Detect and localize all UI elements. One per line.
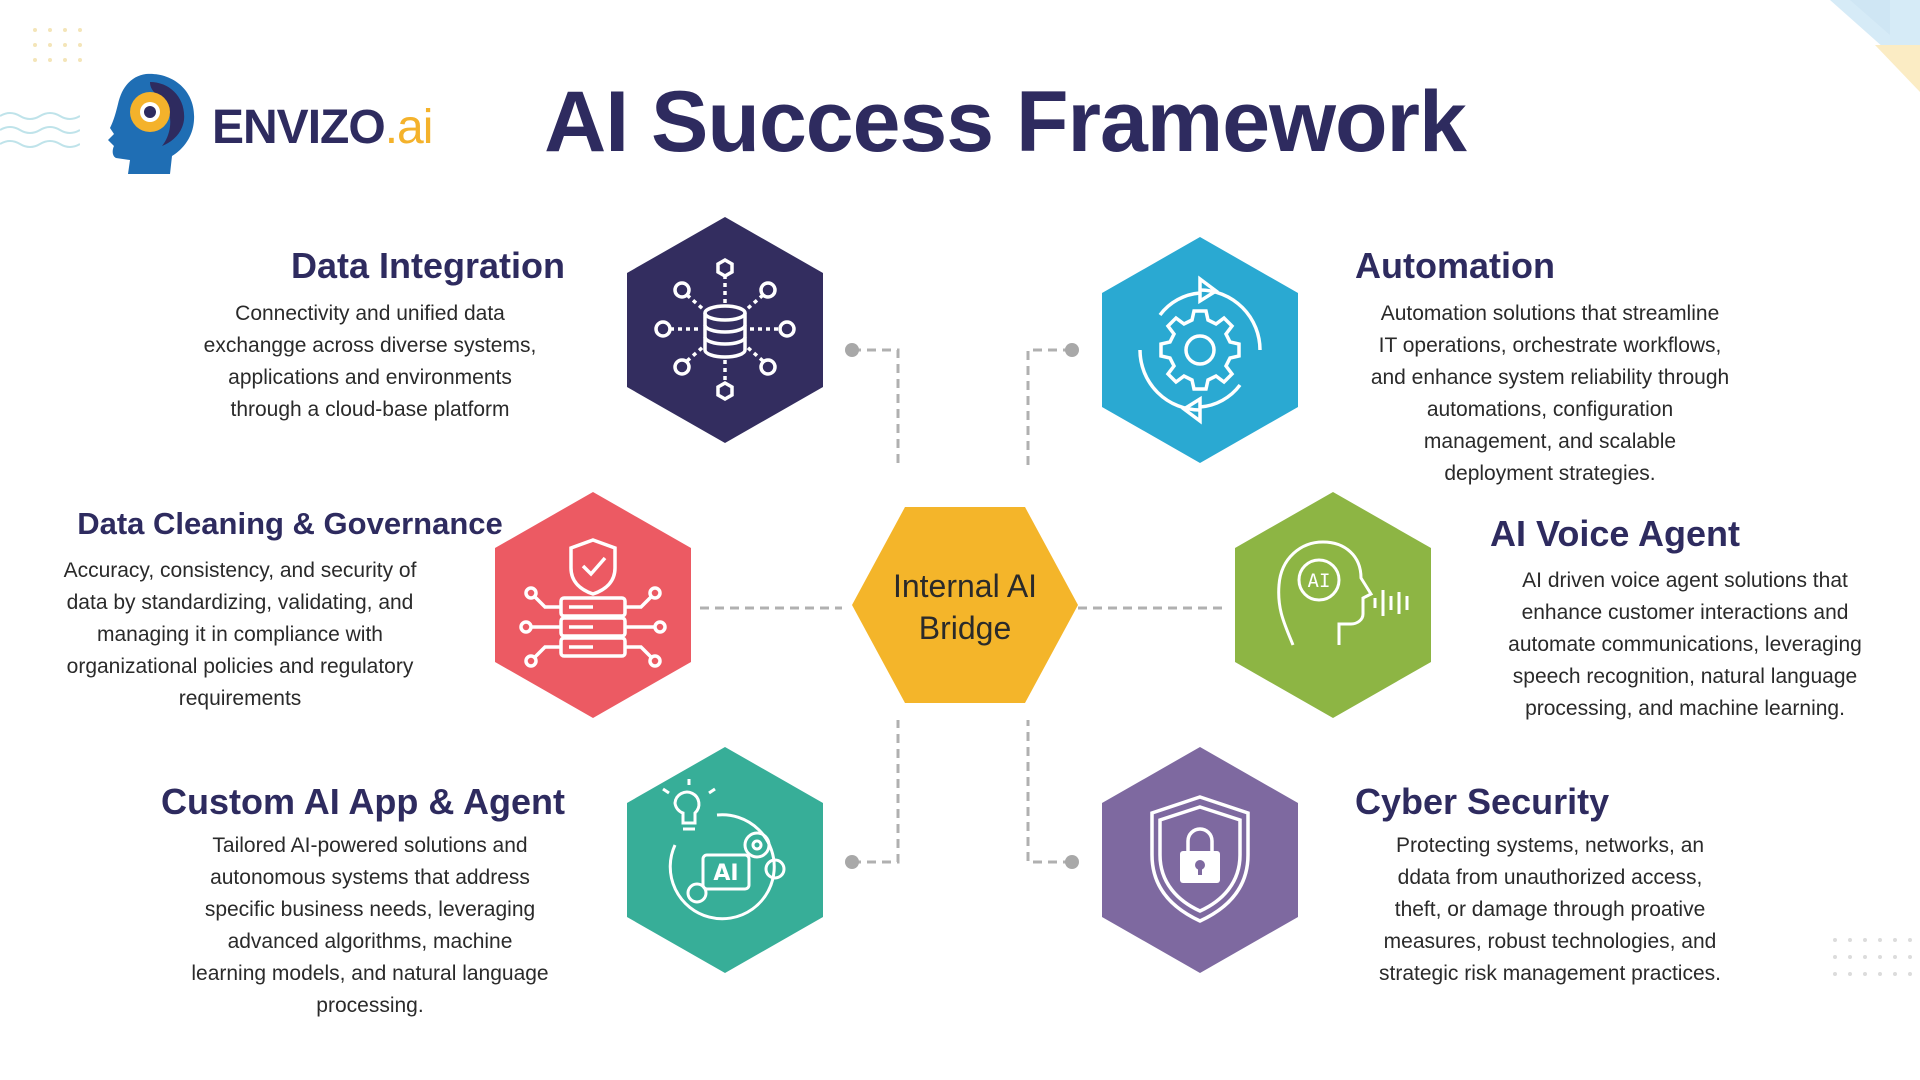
dot-pattern-top-left [33,28,82,62]
body-line: processing, and machine learning. [1525,697,1845,720]
hexagon-data-cleaning[interactable] [493,490,693,720]
gear-cycle-icon [1138,275,1262,425]
connector-automation [1026,348,1072,465]
section-body-data-integration: Connectivity and unified data exchangge … [165,298,575,426]
body-line: organizational policies and regulatory [66,655,414,678]
connector-dot-data-integration [845,343,859,357]
head-gear-logo-icon [108,73,195,174]
logo-suffix: .ai [384,101,434,154]
wave-pattern-left [0,112,80,148]
body-line: applications and environments [228,366,512,389]
logo-name: ENVIZO [212,101,386,154]
body-line: requirements [178,687,302,710]
body-line: AI driven voice agent solutions that [1522,569,1848,592]
body-line: IT operations, orchestrate workflows, [1378,334,1722,357]
body-line: speech recognition, natural language [1512,665,1858,688]
connector-cyber-security [1026,720,1072,864]
body-line: Connectivity and unified data [235,302,505,325]
svg-text:AI: AI [713,861,738,886]
section-title-data-integration: Data Integration [290,245,565,286]
server-shield-check-icon [519,538,667,668]
section-title-automation: Automation [1355,245,1555,286]
body-line: management, and scalable [1423,430,1677,453]
svg-text:AI: AI [1308,570,1331,592]
section-body-custom-ai: Tailored AI-powered solutions and autono… [165,830,575,1022]
center-label-line1: Internal AI [892,568,1038,604]
body-line: data by standardizing, validating, and [66,591,414,614]
connector-custom-ai [852,720,900,864]
section-title-voice-agent: AI Voice Agent [1490,513,1741,554]
body-line: Tailored AI-powered solutions and [212,834,528,857]
hexagon-custom-ai[interactable]: AI [625,745,825,975]
section-title-custom-ai: Custom AI App & Agent [161,781,565,822]
body-line: automate communications, leveraging [1508,633,1862,656]
section-body-data-cleaning: Accuracy, consistency, and security of d… [30,555,450,715]
body-line: automations, configuration [1426,398,1674,421]
hexagon-voice-agent[interactable]: AI [1233,490,1433,720]
shield-lock-icon [1150,795,1250,923]
connector-data-integration [852,348,900,465]
body-line: specific business needs, leveraging [204,898,536,921]
center-hexagon-shape [852,507,1078,703]
connector-dot-automation [1065,343,1079,357]
body-line: Protecting systems, networks, an [1395,834,1705,857]
connector-dot-custom-ai [845,855,859,869]
hexagon-data-integration[interactable] [625,215,825,445]
body-line: enhance customer interactions and [1521,601,1849,624]
center-label: Internal AI Bridge [850,565,1080,649]
logo-wordmark: ENVIZO.ai [212,100,434,155]
body-line: Accuracy, consistency, and security of [63,559,417,582]
section-body-cyber-security: Protecting systems, networks, an ddata f… [1345,830,1755,990]
company-logo[interactable]: ENVIZO.ai [100,68,440,180]
body-line: deployment strategies. [1444,462,1656,485]
hexagon-automation[interactable] [1100,235,1300,465]
connector-dot-cyber-security [1065,855,1079,869]
body-line: ddata from unauthorized access, [1397,866,1703,889]
body-line: processing. [316,994,424,1017]
body-line: learning models, and natural language [191,962,549,985]
body-line: through a cloud-base platform [230,398,510,421]
ai-bulb-gears-icon: AI [662,779,786,921]
body-line: Automation solutions that streamline [1380,302,1720,325]
section-title-cyber-security: Cyber Security [1355,781,1610,822]
section-body-voice-agent: AI driven voice agent solutions that enh… [1475,565,1895,725]
body-line: exchangge across diverse systems, [203,334,537,357]
body-line: strategic risk management practices. [1379,962,1721,985]
page-title: AI Success Framework [544,74,1467,170]
body-line: theft, or damage through proative [1394,898,1706,921]
body-line: measures, robust technologies, and [1383,930,1717,953]
section-body-automation: Automation solutions that streamline IT … [1345,298,1755,490]
ai-head-voice-icon: AI [1277,540,1409,646]
corner-decoration-top-right [1830,0,1920,92]
body-line: and enhance system reliability through [1370,366,1730,389]
section-title-data-cleaning: Data Cleaning & Governance [77,506,503,541]
hexagon-cyber-security[interactable] [1100,745,1300,975]
body-line: advanced algorithms, machine [227,930,513,953]
lock-keyhole-slot [1198,865,1202,875]
dot-pattern-bottom-right [1833,938,1912,976]
body-line: managing it in compliance with [97,623,383,646]
database-network-icon [654,257,796,402]
center-hexagon[interactable] [850,505,1080,705]
center-label-line2: Bridge [918,610,1012,646]
body-line: autonomous systems that address [210,866,530,889]
